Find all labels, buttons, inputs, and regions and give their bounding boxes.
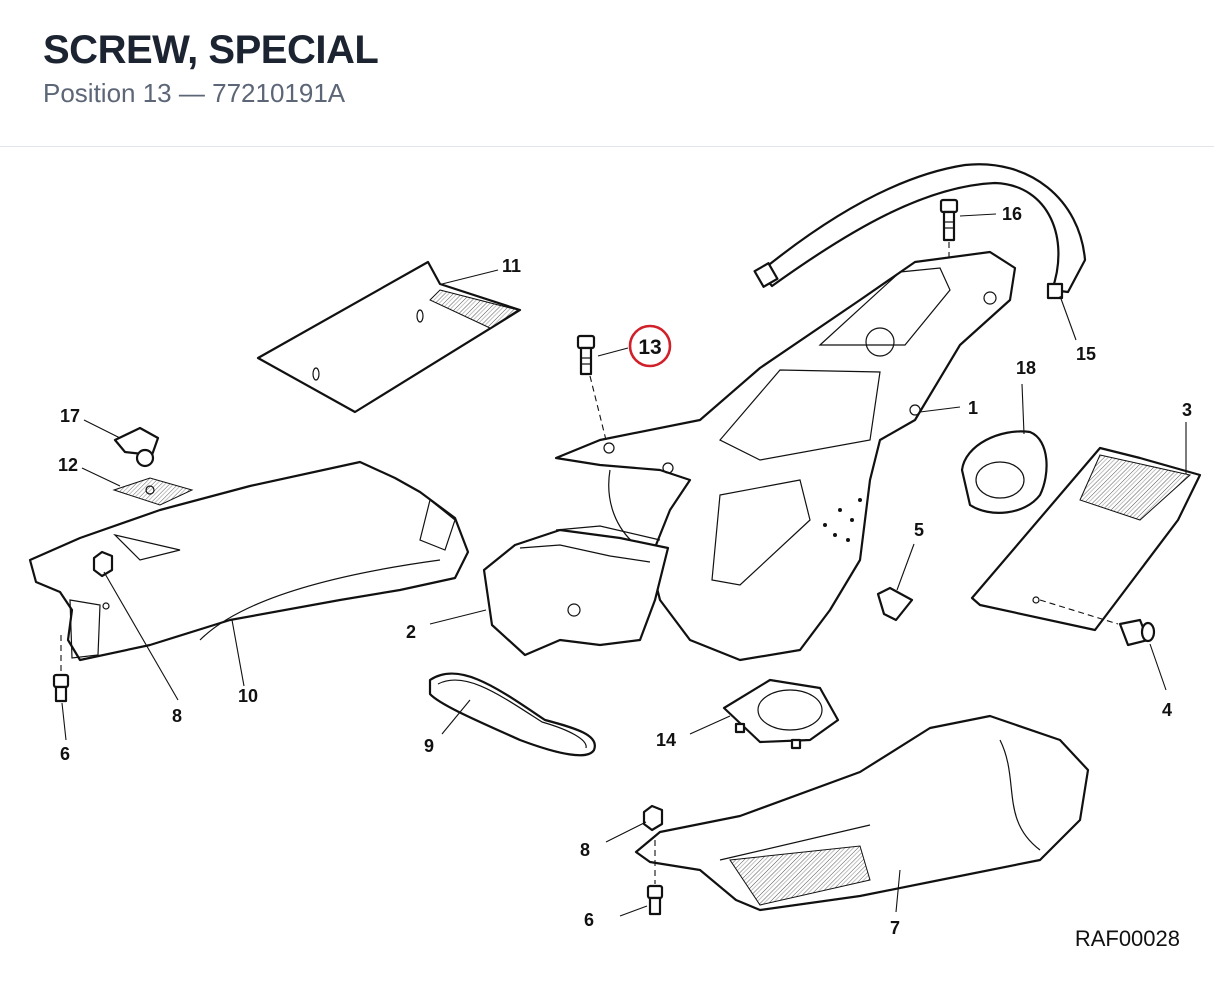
part-4-knob bbox=[1039, 599, 1156, 647]
callout-18[interactable]: 18 bbox=[1016, 358, 1036, 378]
callout-11[interactable]: 11 bbox=[502, 256, 521, 276]
callout-6-left[interactable]: 6 bbox=[60, 744, 70, 764]
diagram-code: RAF00028 bbox=[1075, 926, 1180, 951]
part-17-bracket bbox=[113, 426, 160, 468]
callout-5[interactable]: 5 bbox=[914, 520, 924, 540]
part-13-screw bbox=[576, 334, 607, 441]
part-8-nut-upper bbox=[92, 550, 114, 578]
position-label: Position 13 bbox=[43, 78, 172, 108]
subtitle-separator: — bbox=[178, 78, 205, 108]
part-5-clip bbox=[876, 586, 914, 622]
part-number: 77210191A bbox=[212, 78, 346, 108]
part-10-duct bbox=[28, 460, 470, 662]
callout-6-lower[interactable]: 6 bbox=[584, 910, 594, 930]
part-2-housing bbox=[482, 525, 670, 657]
part-7-lower-duct bbox=[634, 714, 1090, 912]
callout-4[interactable]: 4 bbox=[1162, 700, 1172, 720]
leader-lines bbox=[61, 213, 1187, 917]
part-6-bolt-left bbox=[52, 635, 70, 703]
part-9-seal bbox=[428, 672, 596, 757]
part-3-panel bbox=[970, 446, 1202, 632]
callout-3[interactable]: 3 bbox=[1182, 400, 1192, 420]
callout-7[interactable]: 7 bbox=[890, 918, 900, 938]
callout-13-highlighted[interactable]: 13 bbox=[638, 336, 661, 359]
part-14-flange bbox=[722, 678, 840, 750]
part-11-cover bbox=[256, 260, 522, 414]
part-6-bolt-lower bbox=[646, 840, 664, 916]
callout-1[interactable]: 1 bbox=[968, 398, 978, 418]
part-18-ring bbox=[960, 430, 1048, 514]
page-header: SCREW, SPECIAL Position 13 — 77210191A bbox=[0, 0, 1214, 147]
highlight-ring bbox=[628, 324, 672, 368]
callout-17[interactable]: 17 bbox=[60, 406, 80, 426]
part-title: SCREW, SPECIAL bbox=[43, 28, 379, 72]
callout-10[interactable]: 10 bbox=[238, 686, 258, 706]
callout-8-lower[interactable]: 8 bbox=[580, 840, 590, 860]
callout-14[interactable]: 14 bbox=[656, 730, 676, 750]
part-12-plate bbox=[112, 477, 194, 506]
part-subtitle: Position 13 — 77210191A bbox=[43, 78, 345, 109]
callout-16[interactable]: 16 bbox=[1002, 204, 1022, 224]
callout-2[interactable]: 2 bbox=[406, 622, 416, 642]
callout-8-left[interactable]: 8 bbox=[172, 706, 182, 726]
callout-15[interactable]: 15 bbox=[1076, 344, 1096, 364]
callout-9[interactable]: 9 bbox=[424, 736, 434, 756]
part-15-rail bbox=[753, 163, 1087, 300]
part-8-nut-lower bbox=[642, 804, 664, 832]
callout-12[interactable]: 12 bbox=[58, 455, 78, 475]
part-1-main-frame bbox=[554, 250, 1017, 662]
